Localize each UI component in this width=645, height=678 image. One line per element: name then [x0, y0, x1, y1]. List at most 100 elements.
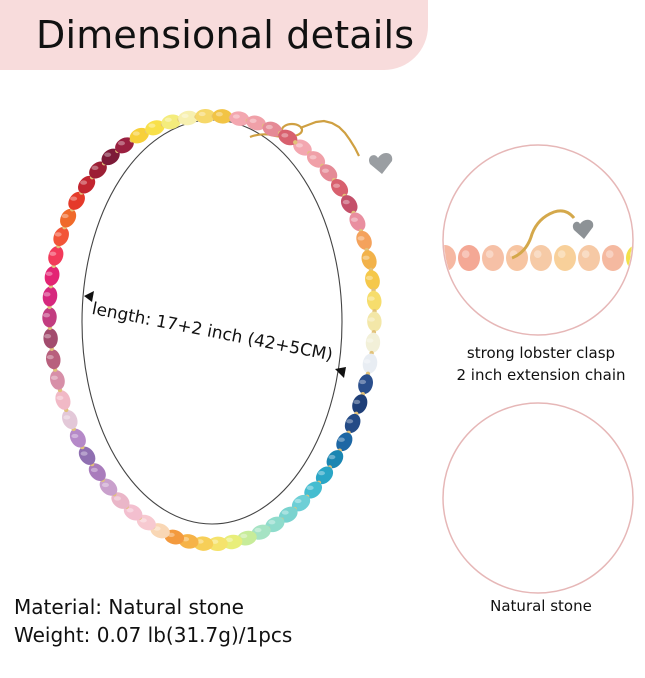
heart-charm-closeup-icon: [572, 219, 594, 239]
gold-spacer: [293, 140, 298, 145]
bead-highlight: [232, 114, 240, 119]
bead: [123, 504, 143, 521]
bead-highlight: [43, 292, 51, 297]
bead-highlight: [363, 359, 371, 364]
bead-highlight: [101, 482, 109, 488]
bead: [77, 175, 96, 194]
bead-highlight: [43, 313, 51, 318]
bead-highlight: [357, 236, 365, 241]
title-banner: Dimensional details: [0, 0, 428, 70]
bead-highlight: [367, 296, 375, 301]
bead: [55, 390, 71, 410]
bead-highlight: [132, 131, 140, 136]
bead-highlight: [198, 111, 206, 117]
callout-circle-stone: [442, 402, 634, 594]
bead-highlight: [117, 141, 125, 146]
bead: [278, 129, 298, 146]
bead-highlight: [46, 354, 54, 360]
bead: [129, 127, 149, 144]
bead-highlight: [211, 539, 219, 544]
bead: [115, 137, 134, 154]
bead: [366, 290, 382, 311]
extension-chain: [511, 209, 576, 260]
bead-highlight: [61, 213, 69, 219]
bead: [69, 428, 86, 448]
callout-circle-clasp: [442, 144, 634, 336]
clasp-caption-line-2: 2 inch extension chain: [456, 366, 626, 384]
bead-highlight: [294, 498, 302, 504]
bead-highlight: [54, 232, 62, 237]
stone-caption: Natural stone: [436, 595, 645, 617]
bead: [291, 494, 311, 512]
bead: [53, 227, 69, 247]
bead-highlight: [164, 117, 172, 122]
clasp-bead-highlight: [581, 250, 590, 258]
stone-caption-line-1: Natural stone: [490, 597, 592, 615]
bead-highlight: [148, 123, 156, 128]
bead: [48, 246, 64, 266]
bead: [178, 110, 199, 126]
clasp-bead-highlight: [485, 250, 494, 258]
bead-highlight: [45, 271, 53, 276]
bead: [101, 148, 120, 166]
bead-highlight: [254, 527, 262, 533]
bead-highlight: [281, 133, 289, 138]
bead-highlight: [80, 451, 88, 456]
bead-highlight: [295, 143, 303, 148]
weight-text: Weight: 0.07 lb(31.7g)/1pcs: [14, 623, 293, 647]
bead-highlight: [113, 496, 121, 501]
bead: [42, 307, 57, 328]
clasp-bead-highlight: [605, 250, 614, 258]
bead-highlight: [240, 533, 248, 539]
bead-highlight: [281, 510, 289, 515]
clasp-bead-highlight: [557, 250, 566, 258]
bead-highlight: [63, 415, 71, 420]
bead: [262, 121, 283, 137]
bead: [362, 353, 378, 374]
clasp-bead-highlight: [461, 250, 470, 258]
bead: [246, 115, 266, 131]
specs-block: Material: Natural stone Weight: 0.07 lb(…: [14, 593, 292, 649]
bead: [195, 108, 216, 124]
bead: [111, 492, 130, 509]
bead-highlight: [367, 317, 375, 322]
bead: [340, 195, 358, 214]
bead-highlight: [153, 526, 161, 531]
bead-highlight: [91, 165, 99, 171]
bead-highlight: [249, 118, 257, 123]
bead: [358, 374, 373, 394]
bead: [207, 536, 228, 552]
bead-highlight: [225, 537, 233, 542]
bead: [331, 179, 349, 197]
bead-highlight: [353, 399, 361, 405]
clasp-caption: strong lobster clasp 2 inch extension ch…: [436, 342, 645, 386]
material-text: Material: Natural stone: [14, 595, 244, 619]
bead-highlight: [317, 470, 325, 476]
bead: [326, 450, 344, 469]
bead: [46, 349, 61, 370]
bead-highlight: [215, 112, 223, 117]
bead-highlight: [80, 180, 88, 185]
bead-highlight: [366, 338, 374, 343]
heart-charm-icon: [368, 152, 393, 174]
bead: [293, 139, 312, 156]
clasp-bead: [458, 245, 480, 271]
clasp-bead: [482, 245, 504, 271]
bead-highlight: [71, 433, 79, 439]
arrow-right-icon: [335, 367, 346, 378]
clasp-bead: [530, 245, 552, 271]
bead: [212, 109, 233, 124]
bead: [367, 311, 382, 332]
necklace-beads: [42, 108, 382, 552]
clasp-bead-highlight: [533, 250, 542, 258]
page-title: Dimensional details: [36, 13, 415, 57]
bead: [89, 161, 107, 179]
bead: [315, 466, 334, 485]
bead: [344, 413, 361, 433]
bead-highlight: [321, 168, 329, 173]
clasp-bead: [602, 245, 624, 271]
bead: [352, 394, 368, 414]
bead: [42, 286, 58, 307]
clasp-bead: [554, 245, 576, 271]
